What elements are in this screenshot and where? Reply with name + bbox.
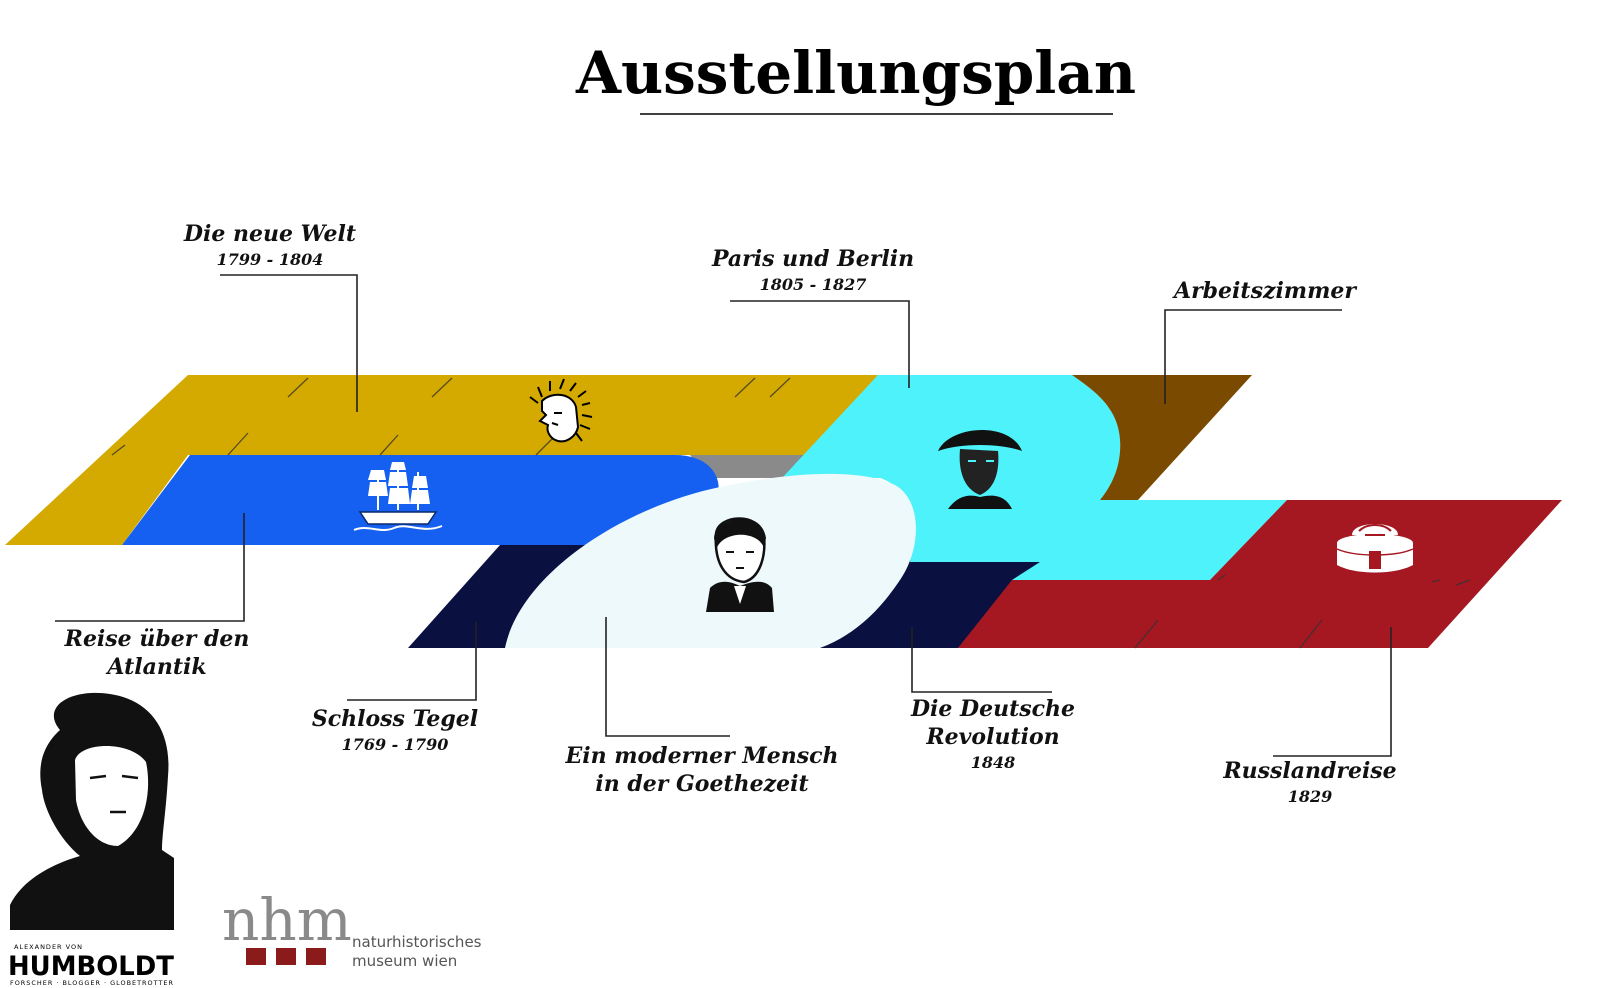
leader-arbeitszimmer	[1164, 309, 1342, 404]
leader-revolution	[911, 627, 1052, 693]
nhm-square-1	[246, 948, 266, 965]
leader-tegel	[347, 622, 477, 701]
label-neue-welt: Die neue Welt	[183, 221, 356, 247]
leader-goethezeit	[605, 617, 730, 737]
label-paris-berlin: Paris und Berlin	[711, 246, 914, 272]
room-neue-welt[interactable]	[5, 375, 878, 545]
room-corridor	[690, 455, 810, 478]
humboldt-portrait-icon	[706, 517, 774, 612]
label-atlantik-line1: Reise über den	[64, 626, 250, 652]
label-russland: Russlandreise	[1222, 758, 1396, 784]
nhm-square-3	[306, 948, 326, 965]
label-atlantik-line2: Atlantik	[105, 654, 206, 680]
label-revolution-line2: Revolution	[925, 724, 1059, 750]
nhm-logo: nhm naturhistorisches museum wien	[222, 886, 482, 970]
nhm-logo-line2: museum wien	[352, 952, 457, 970]
label-revolution-line1: Die Deutsche	[910, 696, 1075, 722]
label-arbeitszimmer: Arbeitszimmer	[1172, 278, 1357, 304]
native-headdress-icon	[529, 378, 593, 443]
room-arbeitszimmer[interactable]	[1072, 375, 1252, 500]
humboldt-logo: ALEXANDER VON HUMBOLDT FORSCHER · BLOGGE…	[8, 692, 175, 987]
sailing-ship-icon	[353, 462, 443, 531]
leader-russland	[1273, 627, 1392, 757]
nhm-square-2	[276, 948, 296, 965]
years-russland: 1829	[1288, 787, 1333, 806]
room-goethezeit[interactable]	[505, 473, 916, 648]
humboldt-logo-tagline: FORSCHER · BLOGGER · GLOBETROTTER	[10, 979, 174, 987]
label-tegel: Schloss Tegel	[312, 706, 478, 732]
room-russland[interactable]	[958, 500, 1562, 648]
yurt-icon	[1336, 522, 1414, 573]
years-tegel: 1769 - 1790	[342, 735, 449, 754]
leader-paris-berlin	[730, 300, 910, 388]
room-paris-berlin[interactable]	[782, 375, 1287, 580]
tile-seams	[111, 377, 1471, 649]
humboldt-logo-top: ALEXANDER VON	[14, 943, 83, 951]
years-neue-welt: 1799 - 1804	[217, 250, 324, 269]
label-goethezeit-line2: in der Goethezeit	[595, 771, 808, 797]
nhm-logo-line1: naturhistorisches	[352, 933, 482, 951]
years-paris-berlin: 1805 - 1827	[760, 275, 867, 294]
leader-atlantik	[55, 513, 245, 622]
nhm-logo-mark: nhm	[222, 886, 352, 954]
page-title: Ausstellungsplan	[575, 39, 1136, 107]
humboldt-logo-name: HUMBOLDT	[8, 951, 175, 982]
years-revolution: 1848	[971, 753, 1016, 772]
label-goethezeit-line1: Ein moderner Mensch	[564, 743, 838, 769]
leader-neue-welt	[220, 274, 358, 412]
napoleon-portrait-icon	[938, 429, 1022, 509]
